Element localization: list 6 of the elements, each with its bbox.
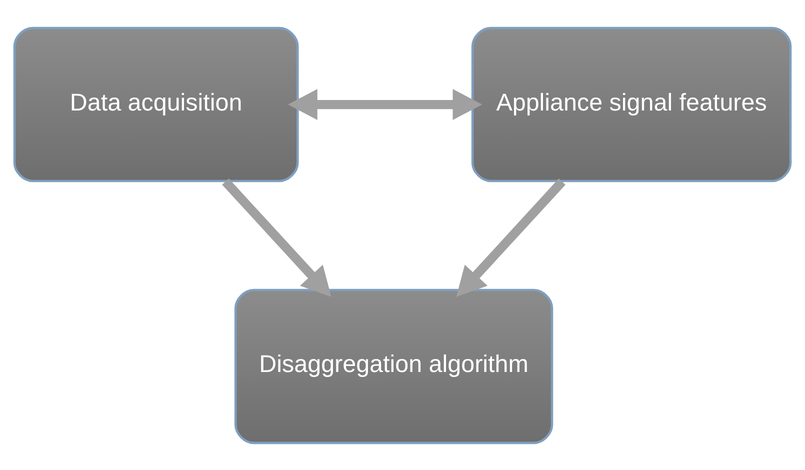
node-box: Disaggregation algorithm: [234, 288, 554, 444]
node-box: Data acquisition: [13, 26, 299, 182]
node-box: Appliance signal features: [471, 26, 792, 182]
arrow: [456, 178, 566, 296]
arrow: [222, 178, 332, 296]
arrow: [288, 88, 482, 120]
